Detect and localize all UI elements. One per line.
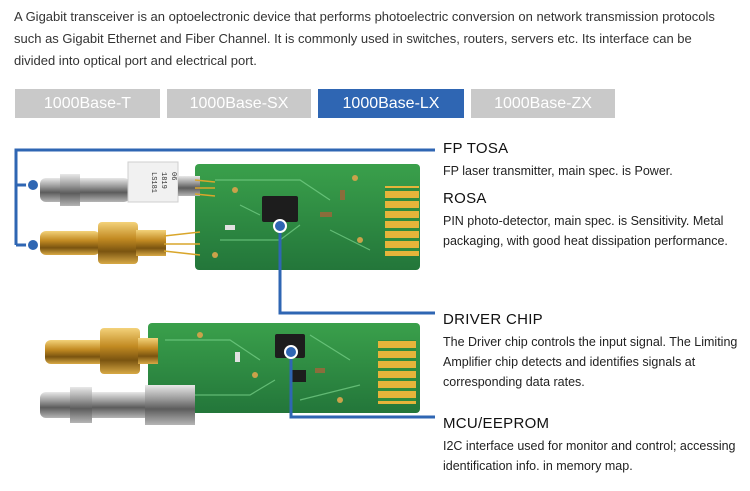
rosa-desc: PIN photo-detector, main spec. is Sensit…	[443, 214, 728, 248]
chip-marking-line-1: LS181	[149, 172, 157, 193]
tab-1000base-sx[interactable]: 1000Base-SX	[167, 89, 311, 118]
tosa-label-marking: LS181 1819 06	[149, 172, 177, 193]
mcu-eeprom-chip	[290, 370, 306, 382]
tab-1000base-t[interactable]: 1000Base-T	[15, 89, 160, 118]
mcu-marker-dot	[284, 345, 298, 359]
fp-tosa-desc: FP laser transmitter, main spec. is Powe…	[443, 164, 673, 178]
upper-driver-chip	[262, 196, 298, 222]
rosa-title: ROSA	[443, 190, 487, 207]
chip-marking-line-2: 1819	[159, 172, 167, 189]
driver-chip-marker-dot	[273, 219, 287, 233]
upper-module-pcb	[195, 164, 420, 270]
callout-dots	[26, 178, 298, 359]
driver-chip-title: DRIVER CHIP	[443, 311, 543, 328]
lower-tosa-component	[40, 385, 195, 425]
lower-rosa-component	[45, 328, 158, 374]
intro-paragraph: A Gigabit transceiver is an optoelectron…	[14, 9, 715, 68]
driver-chip-desc: The Driver chip controls the input signa…	[443, 335, 738, 389]
driver-chip-annotation: DRIVER CHIP The Driver chip controls the…	[443, 310, 743, 392]
fp-tosa-annotation: FP TOSA FP laser transmitter, main spec.…	[443, 139, 743, 181]
rosa-marker-dot	[26, 238, 40, 252]
callout-lines	[14, 148, 435, 419]
mcu-eeprom-desc: I2C interface used for monitor and contr…	[443, 439, 736, 473]
tab-1000base-zx[interactable]: 1000Base-ZX	[471, 89, 615, 118]
tosa-component	[40, 161, 216, 206]
tab-1000base-lx[interactable]: 1000Base-LX	[318, 89, 464, 118]
mcu-eeprom-title: MCU/EEPROM	[443, 415, 550, 432]
rosa-component	[40, 222, 201, 264]
tosa-marker-dot	[26, 178, 40, 192]
mcu-eeprom-annotation: MCU/EEPROM I2C interface used for monito…	[443, 414, 743, 476]
rosa-annotation: ROSA PIN photo-detector, main spec. is S…	[443, 189, 743, 251]
lower-module-pcb	[148, 323, 420, 413]
fp-tosa-title: FP TOSA	[443, 140, 509, 157]
chip-marking-line-3: 06	[169, 172, 177, 180]
